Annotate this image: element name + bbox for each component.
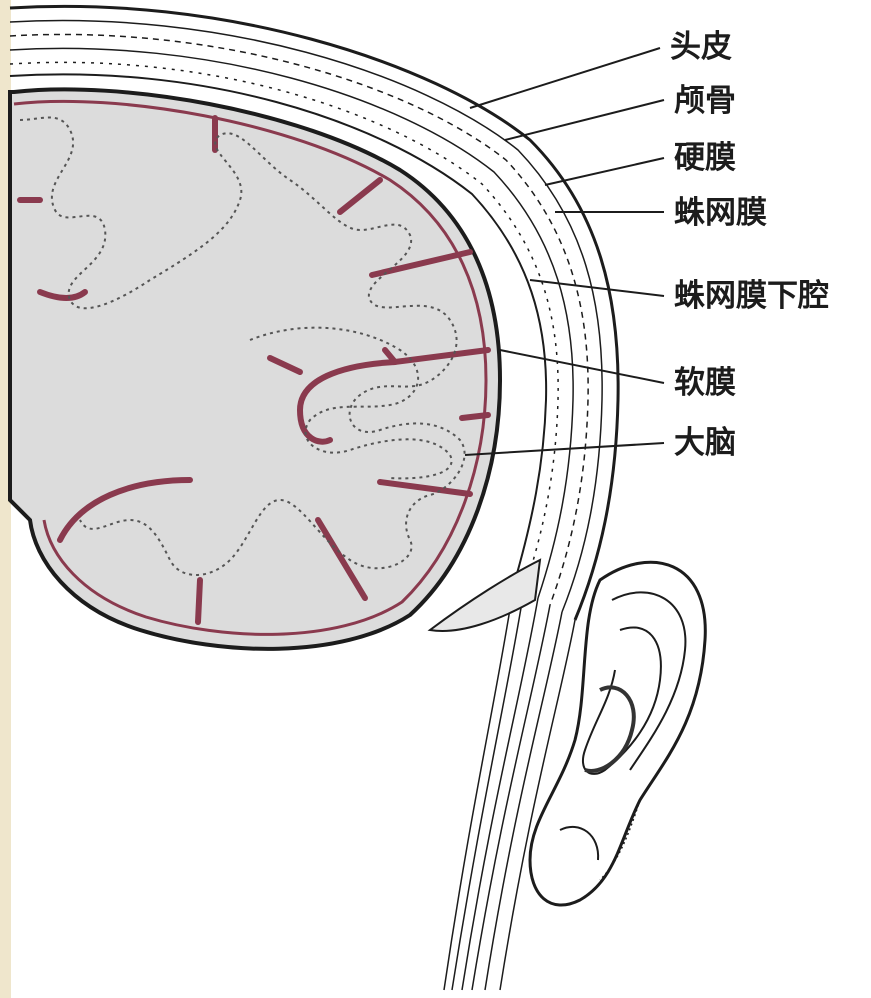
label-arachnoid: 蛛网膜: [674, 198, 767, 229]
label-subarachnoid-space: 蛛网膜下腔: [674, 281, 829, 312]
ear: [530, 562, 705, 905]
label-dura-mater: 硬膜: [674, 143, 736, 174]
leader-dura: [545, 158, 664, 185]
cerebrum-mass: [10, 89, 500, 648]
leader-subarachnoid: [530, 280, 664, 296]
label-pia-mater: 软膜: [674, 368, 736, 399]
leader-scalp: [470, 48, 660, 108]
leader-pia: [500, 350, 664, 383]
label-cerebrum: 大脑: [674, 428, 736, 459]
label-skull: 颅骨: [674, 86, 736, 117]
label-scalp: 头皮: [670, 32, 732, 63]
leader-skull: [505, 100, 664, 140]
